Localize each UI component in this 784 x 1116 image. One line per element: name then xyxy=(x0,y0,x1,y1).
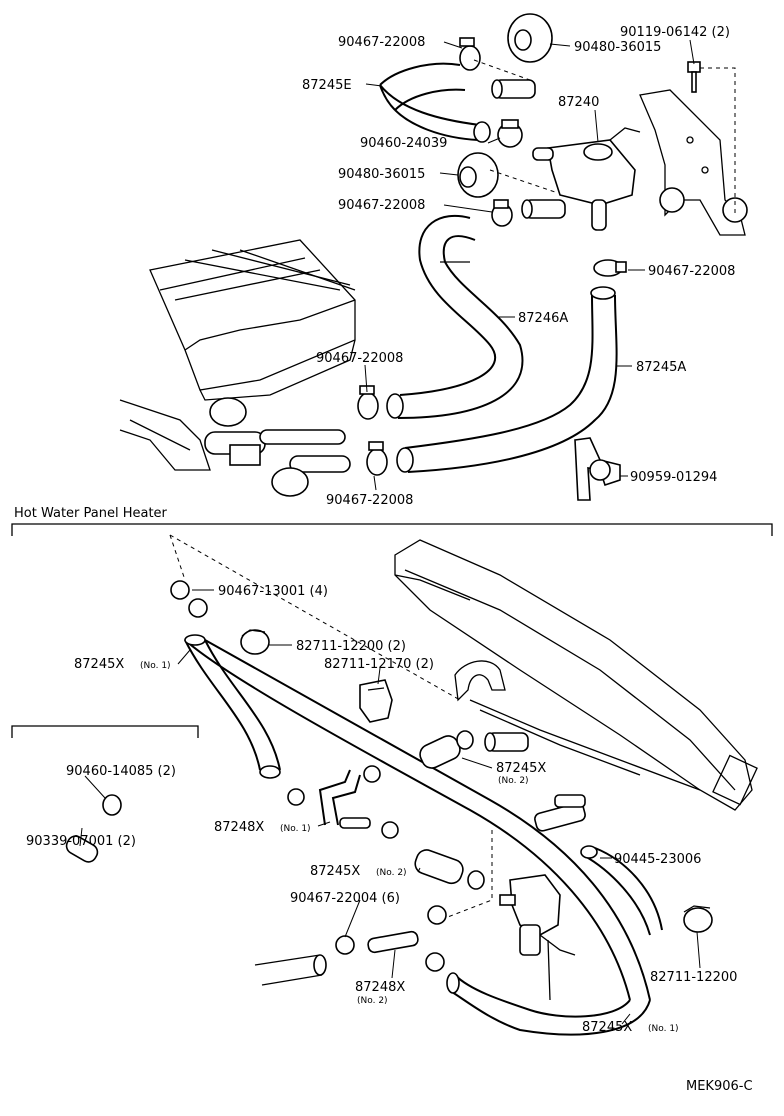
clamp-90467-13001[interactable] xyxy=(170,580,208,618)
pipe-stub-top[interactable] xyxy=(491,79,536,99)
pipe-87248X-no2[interactable] xyxy=(335,905,447,972)
label-87245X-no1-b-sub: (No. 1) xyxy=(648,1024,679,1034)
hose-90445-23006[interactable] xyxy=(580,845,663,936)
label-87248X-no1: 87248X xyxy=(214,820,264,835)
label-87248X-no2: 87248X xyxy=(355,980,405,995)
label-90467-22008-c: 90467-22008 xyxy=(648,264,735,279)
hose-87245A[interactable] xyxy=(396,286,618,473)
instrument-panel-illustration xyxy=(394,539,758,811)
label-90445-23006: 90445-23006 xyxy=(614,852,701,867)
label-87245E: 87245E xyxy=(302,78,352,93)
grommet-top[interactable] xyxy=(507,13,553,63)
leaders-upper xyxy=(364,39,695,491)
label-87246A: 87246A xyxy=(518,311,568,326)
pipe-87248X-no1[interactable] xyxy=(287,765,399,839)
label-90460-24039: 90460-24039 xyxy=(360,136,447,151)
label-87248X-no1-sub: (No. 1) xyxy=(280,824,311,834)
bolt-90119-06142[interactable] xyxy=(687,61,701,93)
clamp-87245A-end[interactable] xyxy=(366,441,388,476)
label-87248X-no2-sub: (No. 2) xyxy=(357,996,388,1006)
clamp-87246A-end[interactable] xyxy=(357,385,379,420)
label-87245X-no1-a-sub: (No. 1) xyxy=(140,661,171,671)
label-90480-36015-b: 90480-36015 xyxy=(338,167,425,182)
clip-82711-12200-b[interactable] xyxy=(683,905,713,933)
clip-90959-01294[interactable] xyxy=(574,437,621,501)
label-87245A: 87245A xyxy=(636,360,686,375)
panel-bracket xyxy=(454,660,506,702)
leaders-lower xyxy=(79,589,701,1025)
label-90480-36015-a: 90480-36015 xyxy=(574,40,661,55)
valve-bracket[interactable] xyxy=(639,89,748,236)
label-90467-22004: 90467-22004 (6) xyxy=(290,891,400,906)
label-90959-01294: 90959-01294 xyxy=(630,470,717,485)
clamp-90460-14085[interactable] xyxy=(102,794,122,816)
label-82711-12170: 82711-12170 (2) xyxy=(324,657,434,672)
label-87245X-no1-a: 87245X xyxy=(74,657,124,672)
clamp-mid[interactable] xyxy=(491,199,513,227)
clamp-top[interactable] xyxy=(459,37,481,71)
subgroup-bracket xyxy=(11,725,199,738)
engine-block-illustration xyxy=(119,239,356,471)
label-90339-07001: 90339-07001 (2) xyxy=(26,834,136,849)
label-90467-22008-a: 90467-22008 xyxy=(338,35,425,50)
label-90460-14085: 90460-14085 (2) xyxy=(66,764,176,779)
grommet-mid[interactable] xyxy=(457,152,499,198)
label-87245X-no2-a-sub: (No. 2) xyxy=(498,776,529,786)
water-valve-lower[interactable] xyxy=(499,874,576,1001)
label-90467-22008-b: 90467-22008 xyxy=(338,198,425,213)
pipe-stub-mid[interactable] xyxy=(521,199,566,219)
label-82711-12200-b: 82711-12200 xyxy=(650,970,737,985)
label-87245X-no2-b: 87245X xyxy=(310,864,360,879)
clip-82711-12170[interactable] xyxy=(359,679,393,723)
label-90467-13001: 90467-13001 (4) xyxy=(218,584,328,599)
drawing-code: MEK906-C xyxy=(686,1079,753,1094)
label-90467-22008-e: 90467-22008 xyxy=(326,493,413,508)
water-valve-87240[interactable] xyxy=(532,127,641,231)
clip-82711-12200-a[interactable] xyxy=(240,629,270,655)
label-90467-22008-d: 90467-22008 xyxy=(316,351,403,366)
hose-87245X-no1-branch[interactable] xyxy=(184,634,281,779)
label-87245X-no2-a: 87245X xyxy=(496,761,546,776)
hose-87245X-no1-main[interactable] xyxy=(184,639,651,1036)
joint-90339-07001[interactable] xyxy=(64,833,101,865)
section-bracket xyxy=(11,523,773,536)
pipe-stub-lower-left xyxy=(254,954,327,986)
hose-87246A[interactable] xyxy=(386,214,524,419)
pipe-stub-right[interactable] xyxy=(534,794,587,832)
label-87245X-no2-b-sub: (No. 2) xyxy=(376,868,407,878)
hose-87245E[interactable] xyxy=(379,62,491,143)
hose-87245X-no2-a[interactable] xyxy=(417,730,529,771)
section-title: Hot Water Panel Heater xyxy=(14,506,168,521)
clamp-90460-24039[interactable] xyxy=(497,119,523,148)
label-90119-06142: 90119-06142 (2) xyxy=(620,25,730,40)
label-82711-12200-a: 82711-12200 (2) xyxy=(296,639,406,654)
label-87240: 87240 xyxy=(558,95,599,110)
clamp-87245A-top[interactable] xyxy=(593,259,627,277)
label-87245X-no1-b: 87245X xyxy=(582,1020,632,1035)
engine-outlet-fittings xyxy=(204,397,351,497)
hose-87245X-no2-b[interactable] xyxy=(412,847,485,890)
